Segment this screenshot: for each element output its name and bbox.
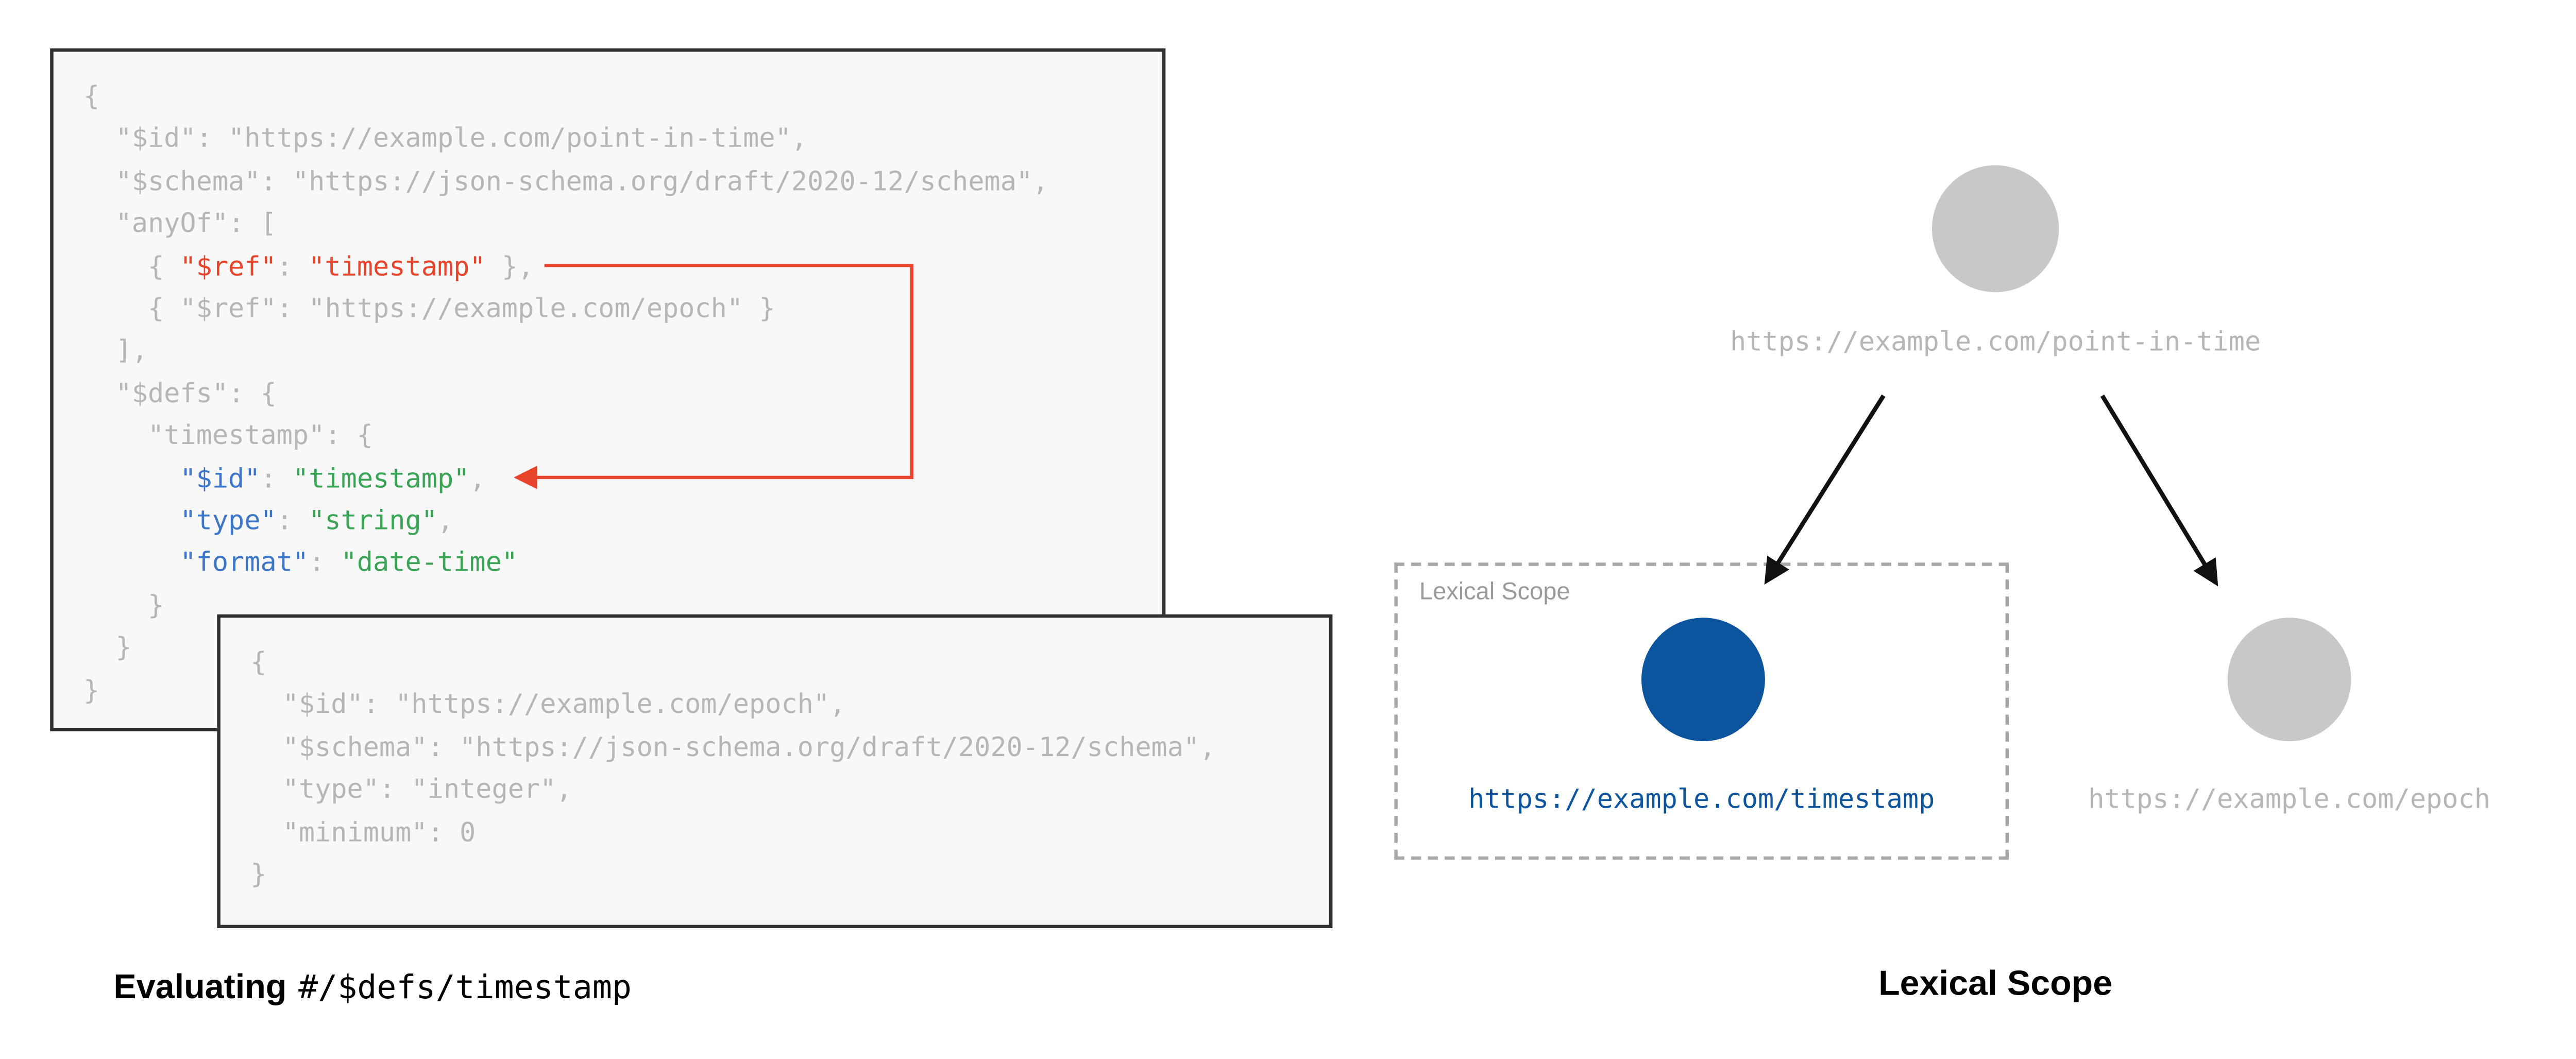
code-token: } bbox=[83, 631, 132, 663]
code-line: } bbox=[83, 669, 1162, 711]
tree-label-timestamp: https://example.com/timestamp bbox=[1468, 783, 1935, 815]
code-token: "$schema": "https://json-schema.org/draf… bbox=[83, 165, 1049, 197]
code-line: } bbox=[83, 584, 1162, 626]
code-token: , bbox=[469, 462, 486, 494]
code-line: "$schema": "https://json-schema.org/draf… bbox=[250, 726, 1329, 768]
code-line: "$defs": { bbox=[83, 372, 1162, 414]
code-token: , bbox=[437, 504, 454, 536]
code-token: : bbox=[276, 249, 309, 282]
code-token: } bbox=[83, 589, 164, 621]
code-line: "$id": "https://example.com/epoch", bbox=[250, 684, 1329, 726]
code-line: { "$ref": "https://example.com/epoch" } bbox=[83, 287, 1162, 330]
code-token: "$id": "https://example.com/point-in-tim… bbox=[83, 122, 808, 155]
code-token: { bbox=[83, 80, 100, 112]
code-token: "anyOf": [ bbox=[83, 207, 277, 240]
code-token: : bbox=[260, 462, 293, 494]
code-line: "anyOf": [ bbox=[83, 202, 1162, 245]
caption-evaluating-word: Evaluating bbox=[113, 968, 287, 1007]
code-token: "timestamp": { bbox=[83, 419, 374, 451]
schema-code-point-in-time: { "$id": "https://example.com/point-in-t… bbox=[54, 52, 1162, 711]
caption-evaluating: Evaluating #/$defs/timestamp bbox=[113, 968, 632, 1009]
code-token: } bbox=[83, 674, 100, 706]
code-token: : bbox=[276, 504, 309, 536]
code-line: { bbox=[83, 75, 1162, 117]
code-token bbox=[83, 462, 180, 494]
code-token: "$schema": "https://json-schema.org/draf… bbox=[250, 730, 1216, 763]
code-token: "timestamp" bbox=[309, 249, 486, 282]
code-line: "type": "integer", bbox=[250, 768, 1329, 811]
code-token: "$id": "https://example.com/epoch", bbox=[250, 688, 846, 721]
caption-json-pointer: #/$defs/timestamp bbox=[298, 968, 632, 1007]
code-token: } bbox=[250, 858, 267, 890]
code-token: "format" bbox=[180, 546, 309, 578]
schema-panel-epoch: { "$id": "https://example.com/epoch", "$… bbox=[217, 614, 1333, 929]
code-token: "type" bbox=[180, 504, 277, 536]
code-line: { bbox=[250, 641, 1329, 684]
code-token: "timestamp" bbox=[292, 462, 470, 494]
code-line: } bbox=[250, 853, 1329, 895]
code-token: "$ref" bbox=[180, 249, 277, 282]
code-line: "timestamp": { bbox=[83, 415, 1162, 457]
code-token: : bbox=[309, 546, 341, 578]
code-line: ], bbox=[83, 330, 1162, 372]
code-line: "$schema": "https://json-schema.org/draf… bbox=[83, 160, 1162, 202]
code-token: "minimum": 0 bbox=[250, 815, 476, 848]
code-line: "$id": "timestamp", bbox=[83, 457, 1162, 499]
code-token: }, bbox=[485, 249, 534, 282]
tree-edge-to-timestamp bbox=[1764, 394, 1886, 585]
code-token: "type": "integer", bbox=[250, 773, 572, 805]
tree-edge-to-epoch bbox=[2100, 394, 2218, 587]
tree-node-point-in-time bbox=[1931, 165, 2059, 293]
code-line: "$id": "https://example.com/point-in-tim… bbox=[83, 117, 1162, 160]
code-token: { bbox=[250, 646, 267, 678]
code-token: "$defs": { bbox=[83, 377, 277, 409]
tree-node-epoch bbox=[2227, 618, 2351, 742]
code-token: "date-time" bbox=[341, 546, 518, 578]
code-token bbox=[83, 546, 180, 578]
lexical-scope-box: Lexical Scope bbox=[1394, 562, 2009, 860]
tree-label-point-in-time: https://example.com/point-in-time bbox=[1730, 326, 2261, 357]
code-token bbox=[83, 504, 180, 536]
tree-node-timestamp bbox=[1641, 618, 1765, 742]
code-token: { "$ref": "https://example.com/epoch" } bbox=[83, 292, 775, 324]
code-token: ], bbox=[83, 334, 148, 367]
schema-code-epoch: { "$id": "https://example.com/epoch", "$… bbox=[221, 618, 1329, 895]
code-token: "string" bbox=[309, 504, 437, 536]
code-line: } bbox=[83, 626, 1162, 669]
code-line: "type": "string", bbox=[83, 499, 1162, 541]
code-line: { "$ref": "timestamp" }, bbox=[83, 245, 1162, 287]
code-line: "format": "date-time" bbox=[83, 542, 1162, 584]
tree-label-epoch: https://example.com/epoch bbox=[2088, 783, 2490, 815]
caption-lexical-scope: Lexical Scope bbox=[1878, 965, 2113, 1003]
lexical-scope-box-label: Lexical Scope bbox=[1419, 579, 1570, 606]
code-token: { bbox=[83, 249, 180, 282]
code-line: "minimum": 0 bbox=[250, 811, 1329, 853]
code-token: "$id" bbox=[180, 462, 261, 494]
